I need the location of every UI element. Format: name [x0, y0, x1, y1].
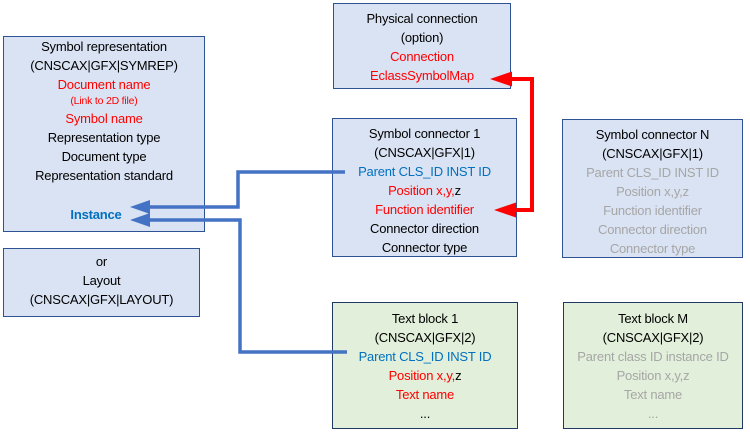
layout-title: Layout	[82, 273, 121, 288]
connector-type-label: Connector type	[381, 240, 468, 255]
symbol-representation-title: Symbol representation	[41, 39, 167, 54]
symbol-connector-1-box: Symbol connector 1 (CNSCAX|GFX|1) Parent…	[332, 118, 517, 257]
spacer	[4, 185, 204, 205]
position-xy-part: Position x,y,	[388, 183, 455, 198]
symbol-representation-box: Symbol representation (CNSCAX|GFX|SYMREP…	[3, 36, 205, 232]
text-block-m-ellipsis: ...	[647, 406, 659, 421]
instance-label: Instance	[70, 207, 122, 222]
physical-connection-box: Physical connection (option) Connection …	[333, 3, 511, 89]
text-block-1-parent-label: Parent CLS_ID INST ID	[358, 349, 492, 364]
link-to-2d-file-note: (Link to 2D file)	[70, 95, 138, 107]
layout-code: (CNSCAX|GFX|LAYOUT)	[29, 292, 174, 307]
representation-type-label: Representation type	[47, 130, 161, 145]
text-block-m-title: Text block M	[618, 311, 688, 326]
parent-cls-id-label-gray: Parent CLS_ID INST ID	[586, 165, 719, 180]
eclass-symbol-map-label: EclassSymbolMap	[370, 68, 474, 83]
symbol-connector-n-code: (CNSCAX|GFX|1)	[602, 146, 703, 161]
text-block-m-parent-label: Parent class ID instance ID	[577, 349, 729, 364]
connector-direction-label: Connector direction	[370, 221, 479, 236]
text-block-1-ellipsis: ...	[419, 406, 431, 421]
symbol-name-label: Symbol name	[65, 111, 143, 126]
document-name-label: Document name	[57, 77, 151, 92]
physical-connection-title: Physical connection	[366, 11, 478, 26]
text-block-1-box: Text block 1 (CNSCAX|GFX|2) Parent CLS_I…	[332, 302, 518, 429]
parent-cls-id-label: Parent CLS_ID INST ID	[358, 164, 491, 179]
text-block-1-position-xy: Position x,y,	[388, 368, 456, 383]
text-name-label-gray: Text name	[623, 387, 683, 402]
position-xyz-label-gray: Position x,y,z	[616, 184, 689, 199]
symbol-connector-n-title: Symbol connector N	[595, 127, 710, 142]
layout-box: or Layout (CNSCAX|GFX|LAYOUT)	[3, 248, 200, 317]
or-label: or	[95, 254, 108, 269]
symbol-representation-code: (CNSCAX|GFX|SYMREP)	[30, 58, 178, 73]
position-z-part: z	[454, 183, 462, 198]
connector-type-label-gray: Connector type	[609, 241, 696, 256]
document-type-label: Document type	[61, 149, 147, 164]
text-block-1-position-label: Position x,y,z	[333, 366, 517, 385]
text-block-m-position-label: Position x,y,z	[616, 368, 690, 383]
text-block-1-position-z: z	[455, 368, 462, 383]
text-block-1-code: (CNSCAX|GFX|2)	[374, 330, 476, 345]
representation-standard-label: Representation standard	[35, 168, 173, 183]
connection-label: Connection	[390, 49, 454, 64]
connector-direction-label-gray: Connector direction	[598, 222, 707, 237]
symbol-connector-1-code: (CNSCAX|GFX|1)	[374, 145, 475, 160]
text-block-1-title: Text block 1	[391, 311, 459, 326]
function-identifier-label-gray: Function identifier	[603, 203, 702, 218]
position-xyz-label: Position x,y,z	[333, 181, 516, 200]
physical-connection-option: (option)	[400, 30, 444, 45]
text-block-m-box: Text block M (CNSCAX|GFX|2) Parent class…	[563, 302, 743, 429]
text-block-m-code: (CNSCAX|GFX|2)	[602, 330, 704, 345]
symbol-connector-1-title: Symbol connector 1	[368, 126, 481, 141]
symbol-connector-n-box: Symbol connector N (CNSCAX|GFX|1) Parent…	[562, 119, 743, 258]
text-name-label: Text name	[395, 387, 455, 402]
function-identifier-label: Function identifier	[375, 202, 474, 217]
